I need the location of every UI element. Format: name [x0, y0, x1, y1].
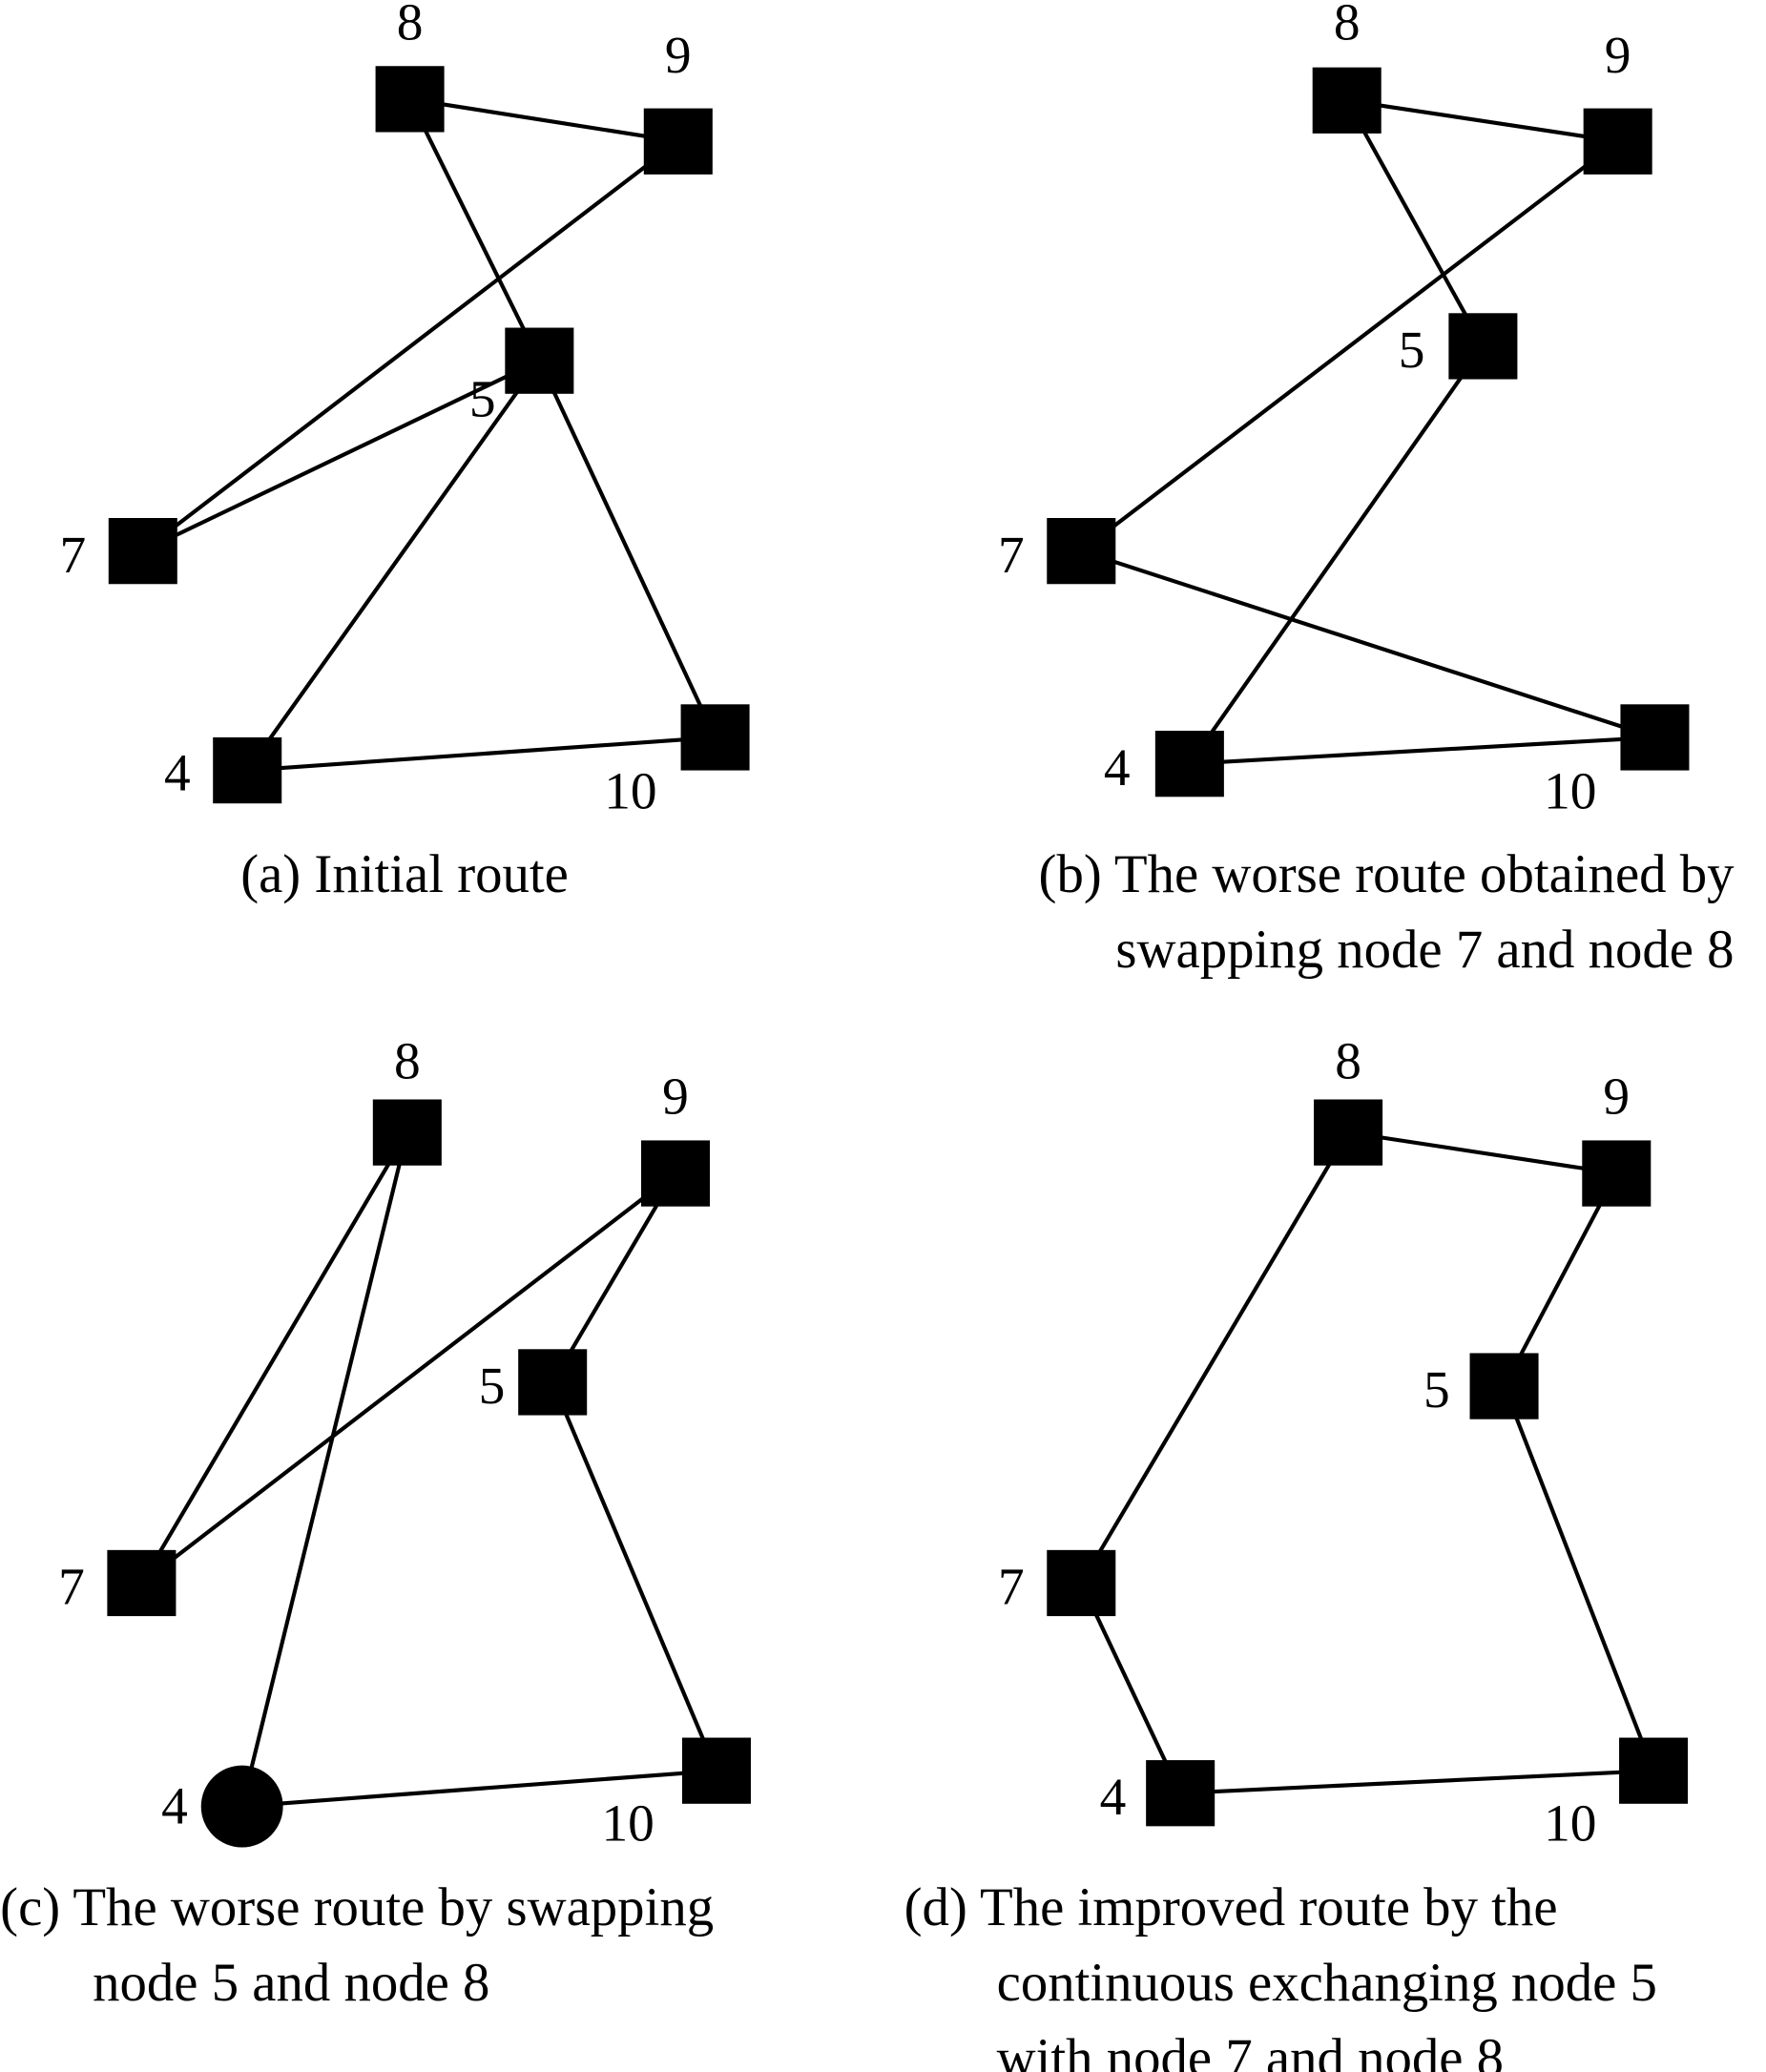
node-label: 5	[1399, 321, 1425, 379]
node-7-square	[1047, 1549, 1116, 1617]
node-4-square	[1146, 1760, 1215, 1827]
panel-a: 8 9 5 7 4 10 (a) Initial route	[60, 0, 750, 904]
panel-b: 8 9 5 7 4 10 (b) The worse route obtained by sw…	[998, 0, 1735, 980]
node-4-square	[213, 736, 282, 804]
node-label: 8	[1334, 0, 1361, 52]
edge-4-10	[247, 735, 716, 773]
caption-line: (d) The improved route by the	[904, 1877, 1558, 1937]
edge-9-7	[141, 139, 680, 553]
caption-line: continuous exchanging node 5	[997, 1953, 1657, 2013]
edge-7-10	[1080, 549, 1656, 739]
node-label: 5	[1423, 1360, 1450, 1419]
panel-d: 8 9 5 7 4 10 (d) The improved route by the cont…	[904, 1031, 1689, 2072]
edge-9-7	[1080, 139, 1619, 553]
edge-4-10	[1189, 735, 1655, 766]
edge-5-10	[1502, 1385, 1656, 1772]
node-7-square	[1047, 518, 1116, 585]
edge-10-4	[1180, 1769, 1654, 1795]
node-label: 4	[1104, 738, 1131, 797]
node-4-circle	[200, 1765, 283, 1848]
node-label: 8	[1335, 1031, 1361, 1089]
node-9-square	[641, 1140, 711, 1207]
node-label: 5	[479, 1357, 506, 1415]
caption-line: (c) The worse route by swapping	[0, 1877, 714, 1937]
panel-c: 8 9 5 7 4 10 (c) The worse route by swapping no…	[0, 1031, 751, 2013]
edge-5-8	[407, 97, 542, 363]
node-label: 4	[1100, 1768, 1127, 1826]
node-8-square	[372, 1099, 442, 1166]
node-label: 9	[662, 1067, 689, 1126]
node-8-square	[1314, 1099, 1383, 1166]
node-label: 9	[665, 26, 692, 84]
node-label: 10	[604, 762, 656, 820]
edge-7-5	[141, 359, 541, 553]
node-label: 10	[1544, 762, 1596, 820]
node-label: 9	[1605, 26, 1631, 84]
edge-8-7	[139, 1131, 409, 1585]
edge-8-4	[239, 1131, 409, 1808]
edge-5-4	[245, 359, 542, 772]
node-label: 10	[601, 1794, 654, 1853]
edge-4-7	[1079, 1582, 1183, 1794]
node-5-square	[1469, 1353, 1539, 1419]
caption-line: (b) The worse route obtained by	[1039, 844, 1735, 904]
node-label: 7	[60, 526, 87, 584]
node-label: 8	[394, 1031, 421, 1089]
edge-8-9	[1346, 98, 1618, 144]
node-10-square	[1619, 1737, 1689, 1804]
node-label: 4	[164, 743, 191, 801]
node-9-square	[1582, 1140, 1652, 1207]
node-label: 7	[998, 1558, 1025, 1616]
node-label: 4	[161, 1777, 188, 1835]
node-label: 8	[397, 0, 424, 52]
node-label: 5	[469, 369, 496, 427]
edge-5-10	[537, 360, 717, 738]
caption-line: (a) Initial route	[240, 844, 569, 904]
node-4-square	[1154, 731, 1224, 798]
node-5-square	[505, 327, 574, 394]
edge-5-10	[551, 1381, 718, 1772]
node-7-square	[107, 1549, 177, 1617]
node-7-square	[108, 518, 177, 585]
edge-4-10	[241, 1769, 717, 1809]
edge-8-9	[1347, 1130, 1617, 1176]
node-label: 7	[58, 1558, 85, 1616]
node-9-square	[643, 108, 713, 175]
node-8-square	[1312, 67, 1382, 134]
node-5-square	[1448, 313, 1518, 380]
edge-9-5	[551, 1172, 677, 1383]
edge-5-4	[1188, 344, 1486, 765]
caption-line: swapping node 7 and node 8	[1115, 920, 1734, 980]
node-8-square	[375, 66, 445, 133]
node-10-square	[680, 704, 750, 771]
edge-9-5	[1502, 1172, 1619, 1388]
edge-8-9	[409, 96, 679, 144]
caption-line: node 5 and node 8	[93, 1953, 489, 2013]
caption-line: with node 7 and node 8	[997, 2028, 1504, 2072]
node-5-square	[518, 1349, 588, 1416]
node-9-square	[1583, 108, 1652, 175]
node-label: 10	[1544, 1794, 1596, 1853]
edge-9-7	[140, 1171, 677, 1585]
node-label: 7	[998, 526, 1025, 584]
node-10-square	[681, 1737, 751, 1804]
node-label: 9	[1603, 1067, 1630, 1126]
edge-8-5	[1344, 99, 1486, 347]
node-10-square	[1620, 704, 1690, 771]
edge-7-8	[1079, 1131, 1350, 1585]
